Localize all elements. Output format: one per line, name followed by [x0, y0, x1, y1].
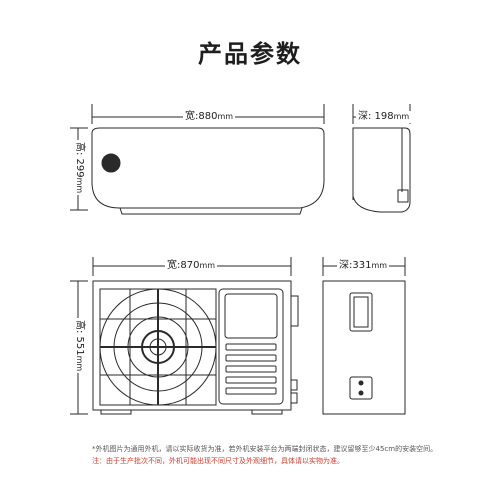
outdoor-image-note: *外机图片为通用外机，请以实际收货为准，若外机安装平台为两端封闭状态，建议留够至… [92, 445, 438, 453]
indoor-width-unit: mm [217, 112, 234, 121]
outdoor-depth-unit: mm [371, 261, 388, 270]
outdoor-depth-value: 深:331 [339, 260, 372, 271]
indoor-width-value: 宽:880 [185, 111, 218, 122]
indoor-height-label: 高: 299mm [73, 140, 85, 196]
outdoor-height-label: 高: 551mm [73, 318, 85, 374]
fan-grille-icon [99, 288, 217, 406]
outdoor-height-unit: mm [75, 355, 84, 372]
page-title: 产品参数 [198, 40, 302, 68]
indoor-unit-front [91, 127, 325, 215]
indoor-depth-label: 深: 198mm [356, 111, 412, 123]
indoor-height-value: 高: 299 [74, 142, 85, 178]
outdoor-depth-label: 深:331mm [337, 260, 390, 272]
outdoor-unit-front [92, 280, 299, 415]
indoor-depth-unit: mm [393, 112, 410, 121]
production-batch-note: 注：由于生产批次不同，外机可能出现不同尺寸及外观细节，具体请以实物为准。 [92, 457, 344, 465]
outdoor-width-value: 宽:870 [167, 260, 200, 271]
indoor-unit-side [352, 127, 411, 213]
outdoor-height-value: 高: 551 [74, 320, 85, 356]
outdoor-unit-side [322, 280, 406, 415]
outdoor-width-unit: mm [199, 261, 216, 270]
indoor-display-icon [101, 153, 121, 173]
indoor-width-label: 宽:880mm [183, 111, 236, 123]
indoor-depth-value: 深: 198 [358, 111, 394, 122]
indoor-height-unit: mm [75, 177, 84, 194]
outdoor-width-label: 宽:870mm [165, 260, 218, 272]
